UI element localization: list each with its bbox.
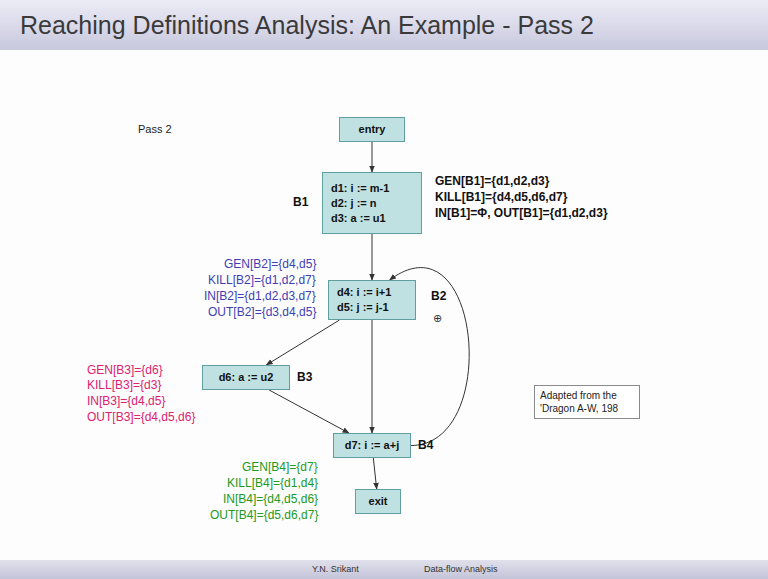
basic-block: d1: i := m-1d2: j := nd3: a := u1 — [322, 172, 422, 234]
node-text: d5: j := j-1 — [337, 300, 389, 315]
symbol-mark: ⊕ — [433, 311, 442, 326]
dataflow-set: KILL[B1]={d4,d5,d6,d7} — [435, 190, 567, 205]
entry-box: entry — [339, 117, 405, 142]
flow-edge — [373, 458, 376, 489]
dataflow-set: IN[B2]={d1,d2,d3,d7} — [204, 289, 316, 304]
flow-edge — [372, 234, 373, 280]
node-text: d6: a := u2 — [219, 370, 274, 385]
dataflow-set: OUT[B2]={d3,d4,d5} — [208, 305, 316, 320]
dataflow-set: IN[B1]=Φ, OUT[B1]={d1,d2,d3} — [435, 206, 608, 221]
node-text: Adapted from the 'Dragon A-W, 198 — [540, 389, 634, 415]
dataflow-set: IN[B3]={d4,d5} — [87, 394, 165, 409]
exit-box: exit — [355, 489, 401, 514]
block-name: B4 — [418, 438, 433, 453]
footer-topic: Data-flow Analysis — [424, 563, 498, 575]
dataflow-set: GEN[B1]={d1,d2,d3} — [435, 174, 549, 189]
dataflow-set: GEN[B4]={d7} — [242, 460, 318, 475]
footer-author: Y.N. Srikant — [312, 563, 359, 575]
node-text: d7: i := a+j — [345, 438, 399, 453]
block-name: B2 — [431, 289, 446, 304]
dataflow-set: GEN[B3]={d6} — [87, 363, 163, 378]
basic-block: d4: i := i+1d5: j := j-1 — [328, 280, 416, 320]
dataflow-set: IN[B4]={d4,d5,d6} — [223, 492, 318, 507]
flow-edge — [266, 320, 339, 365]
block-name: B1 — [293, 195, 308, 210]
flow-edge — [269, 390, 349, 433]
dataflow-set: KILL[B3]={d3} — [87, 378, 161, 393]
dataflow-set: KILL[B4]={d1,d4} — [227, 476, 318, 491]
flow-edge — [372, 142, 373, 172]
node-text: entry — [359, 122, 386, 137]
node-text: exit — [369, 494, 388, 509]
dataflow-set: KILL[B2]={d1,d2,d7} — [208, 273, 316, 288]
pass-label: Pass 2 — [138, 122, 172, 137]
slide-title: Reaching Definitions Analysis: An Exampl… — [20, 11, 594, 40]
footer-bar — [0, 560, 768, 579]
dataflow-set: GEN[B2]={d4,d5} — [224, 257, 316, 272]
dataflow-set: OUT[B3]={d4,d5,d6} — [87, 410, 195, 425]
flow-edge — [372, 320, 373, 433]
node-text: d2: j := n — [331, 196, 377, 211]
basic-block: d7: i := a+j — [333, 433, 411, 458]
dataflow-set: OUT[B4]={d5,d6,d7} — [210, 508, 318, 523]
basic-block: d6: a := u2 — [202, 365, 290, 390]
source-note: Adapted from the 'Dragon A-W, 198 — [534, 385, 640, 419]
block-name: B3 — [297, 370, 312, 385]
node-text: d3: a := u1 — [331, 211, 386, 226]
node-text: d1: i := m-1 — [331, 181, 389, 196]
node-text: d4: i := i+1 — [337, 285, 391, 300]
